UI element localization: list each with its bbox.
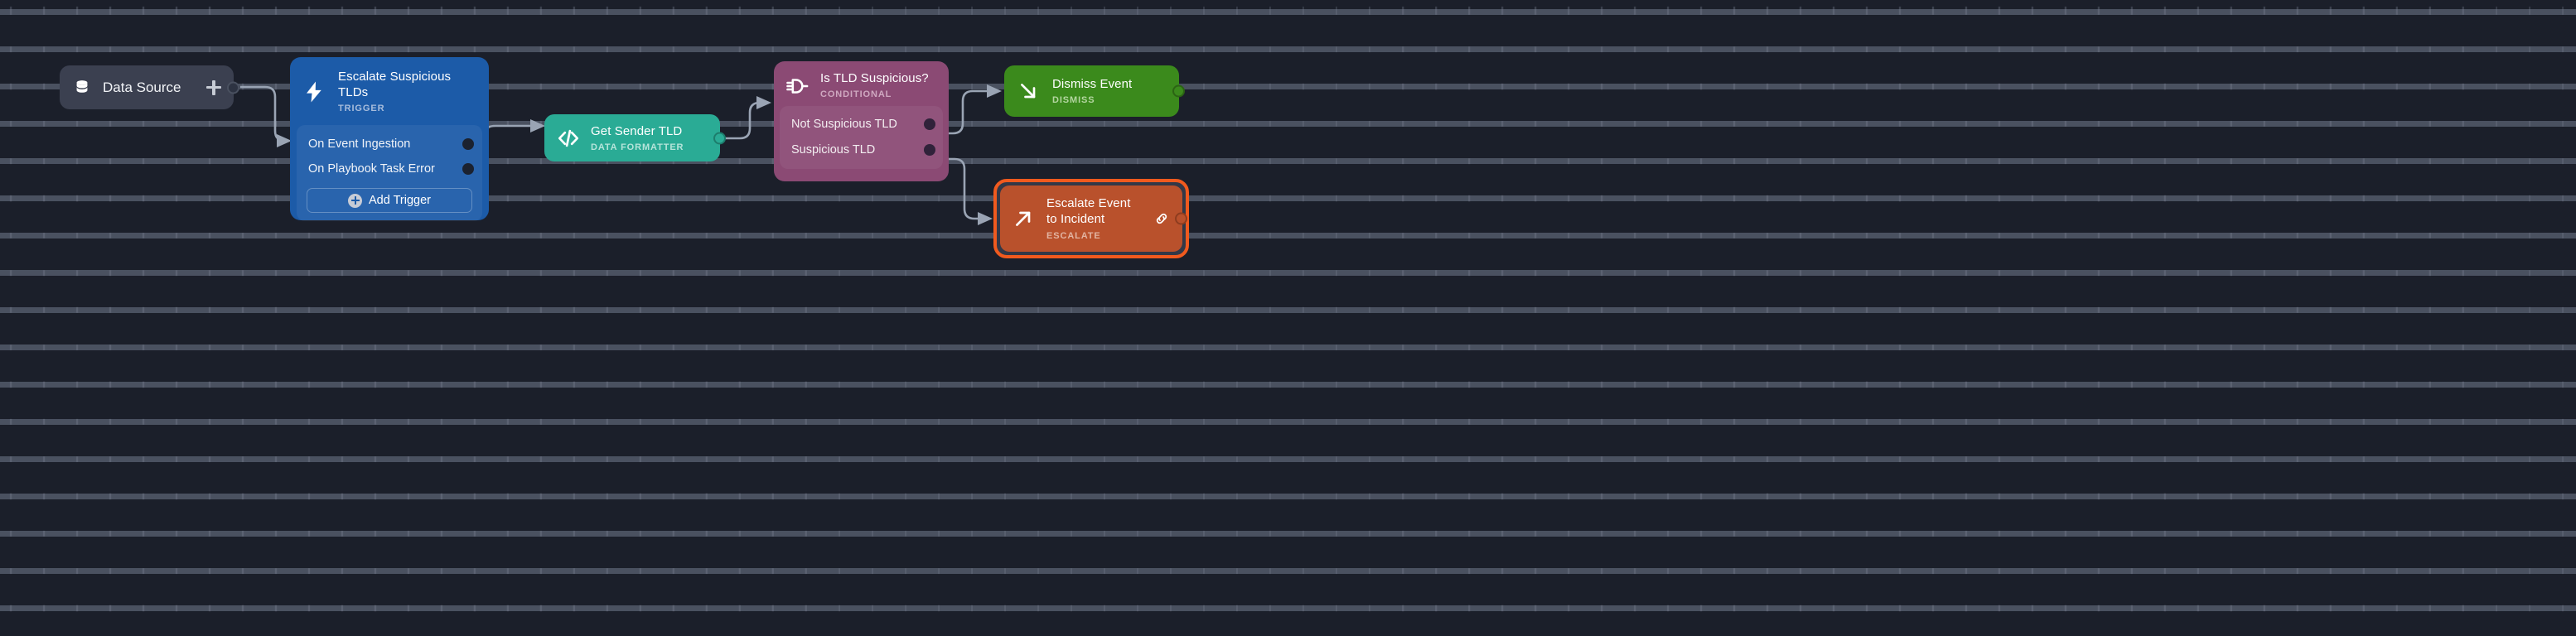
node-data-source[interactable]: Data Source (60, 65, 239, 109)
link-icon[interactable] (1153, 210, 1171, 228)
escalate-title: Escalate Event to Incident (1046, 195, 1131, 226)
add-trigger-label: Add Trigger (369, 194, 431, 207)
trigger-row-on-event-ingestion[interactable]: On Event Ingestion (297, 132, 482, 157)
node-escalate-event-to-incident[interactable]: Escalate Event to Incident ESCALATE (1000, 186, 1187, 252)
data-source-output-port[interactable] (227, 81, 239, 94)
conditional-subtitle: CONDITIONAL (820, 89, 892, 99)
conditional-header: Is TLD Suspicious? CONDITIONAL (774, 61, 949, 104)
dismiss-subtitle: DISMISS (1052, 94, 1095, 105)
conditional-output-port-1[interactable] (924, 143, 935, 156)
node-get-sender-tld[interactable]: Get Sender TLD DATA FORMATTER (544, 114, 726, 161)
dismiss-header: Dismiss Event DISMISS (1004, 65, 1179, 117)
conditional-rows: Not Suspicious TLD Suspicious TLD (780, 106, 943, 169)
escalate-header: Escalate Event to Incident ESCALATE (1000, 186, 1182, 252)
trigger-row-label: On Event Ingestion (308, 137, 411, 151)
database-icon (73, 79, 91, 97)
arrow-down-right-icon (1016, 79, 1041, 104)
conditional-row-suspicious-tld[interactable]: Suspicious TLD (780, 137, 943, 162)
node-is-tld-suspicious[interactable]: Is TLD Suspicious? CONDITIONAL Not Suspi… (774, 61, 949, 181)
edge-datasource-to-trigger (240, 85, 292, 147)
dismiss-output-port[interactable] (1172, 84, 1185, 98)
plus-circle-icon (348, 193, 363, 208)
edge-formatter-to-conditional (724, 96, 771, 140)
trigger-subtitle: TRIGGER (338, 104, 385, 113)
trigger-row-on-playbook-task-error[interactable]: On Playbook Task Error (297, 157, 482, 181)
formatter-header: Get Sender TLD DATA FORMATTER (544, 114, 720, 161)
plus-icon[interactable] (205, 80, 222, 96)
code-brackets-icon (556, 126, 581, 151)
node-dismiss-event[interactable]: Dismiss Event DISMISS (1004, 65, 1185, 117)
formatter-title: Get Sender TLD (591, 123, 683, 138)
escalate-subtitle: ESCALATE (1046, 230, 1101, 241)
lightning-bolt-icon (302, 80, 326, 104)
logic-gate-icon (784, 73, 810, 99)
trigger-rows: On Event Ingestion On Playbook Task Erro… (297, 125, 482, 221)
data-source-label: Data Source (103, 79, 181, 95)
dismiss-title: Dismiss Event (1052, 76, 1133, 91)
trigger-output-port-1[interactable] (462, 163, 474, 175)
conditional-output-port-0[interactable] (924, 118, 935, 130)
conditional-row-not-suspicious-tld[interactable]: Not Suspicious TLD (780, 111, 943, 137)
node-escalate-suspicious-tlds[interactable]: Escalate Suspicious TLDs TRIGGER On Even… (290, 57, 489, 221)
conditional-row-label: Not Suspicious TLD (791, 117, 897, 131)
formatter-subtitle: DATA FORMATTER (591, 142, 684, 152)
trigger-row-label: On Playbook Task Error (308, 162, 435, 176)
formatter-output-port[interactable] (713, 132, 726, 144)
arrow-up-right-icon (1010, 205, 1037, 232)
trigger-title: Escalate Suspicious TLDs (338, 70, 452, 99)
trigger-output-port-0[interactable] (462, 138, 474, 150)
conditional-title: Is TLD Suspicious? (820, 71, 929, 85)
trigger-header: Escalate Suspicious TLDs TRIGGER (290, 57, 489, 123)
conditional-row-label: Suspicious TLD (791, 142, 876, 157)
add-trigger-button[interactable]: Add Trigger (307, 188, 472, 213)
escalate-output-port[interactable] (1175, 212, 1187, 225)
node-escalate-selection-ring[interactable]: Escalate Event to Incident ESCALATE (993, 179, 1189, 258)
